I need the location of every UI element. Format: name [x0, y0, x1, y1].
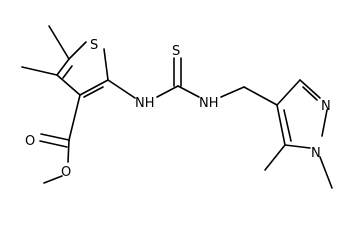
bond-c2-c3-inner	[83, 86, 104, 98]
bond-s-c5	[68, 41, 87, 60]
ester-oxygen-label: O	[61, 165, 71, 180]
carbonyl-oxygen-label: O	[25, 134, 35, 149]
bond-carbonyl-ester-o	[67, 139, 70, 163]
bond-c5-methyl	[48, 25, 70, 60]
bond-c3-n2-inner	[302, 86, 318, 101]
bond-c2-c3	[79, 79, 109, 96]
bond-c4-c5-inner	[62, 65, 73, 79]
bond-carbonyl-o-double	[39, 140, 68, 148]
bond-c4-c3	[276, 79, 301, 106]
bond-c5-c4	[276, 104, 286, 146]
thiophene-sulfur-label: S	[90, 38, 98, 53]
molecule-svg: S S NH NH N N O O	[21, 25, 333, 189]
pyrazole-n1-label: N	[311, 146, 321, 161]
thiocarbonyl-sulfur-label: S	[172, 44, 180, 59]
bond-nh-c	[156, 85, 179, 98]
bond-c3-c4	[56, 74, 81, 96]
bond-nh-ch2	[220, 86, 245, 98]
bond-ester-o-methyl	[43, 175, 63, 184]
nh-right-label: NH	[199, 96, 219, 111]
bond-c4-methyl	[21, 66, 58, 76]
pyrazole-ring	[276, 79, 328, 149]
bond-n1-methyl	[319, 156, 333, 189]
molecule-diagram: S S NH NH N N O O	[21, 25, 333, 189]
thiophene-ring	[56, 41, 109, 98]
bond-c3-n2	[299, 79, 321, 99]
nh-left-label: NH	[135, 96, 155, 111]
methyl-ester	[39, 94, 81, 184]
bond-c5-c4-inner	[283, 109, 292, 142]
bond-c5-methyl-pyrazole	[264, 144, 286, 171]
bond-s-c2	[103, 48, 109, 81]
thiourea-linker	[107, 57, 278, 106]
bond-c3-carbonyl	[68, 94, 81, 141]
bond-c4-c5	[56, 58, 70, 76]
bond-n1-c5	[284, 144, 311, 149]
bond-c2-nh	[107, 79, 136, 99]
bond-ch2-pyrazole	[243, 86, 278, 106]
bond-carbonyl-o	[40, 133, 70, 141]
pyrazole-n2-label: N	[321, 99, 331, 114]
bond-c-nh	[177, 85, 200, 98]
bond-n2-n1	[321, 109, 328, 137]
